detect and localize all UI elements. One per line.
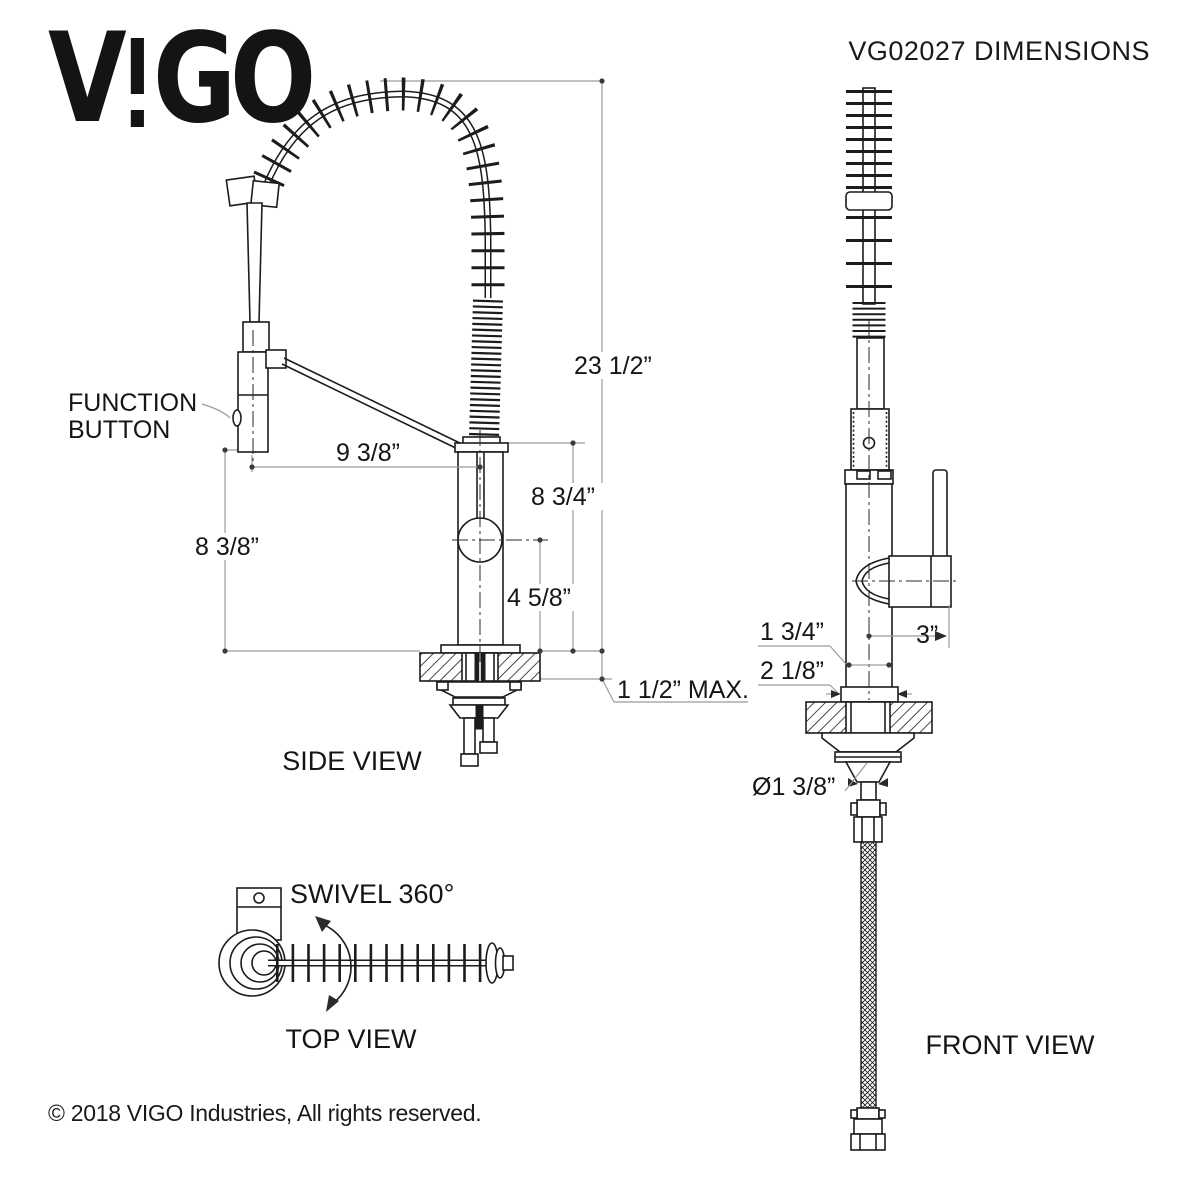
dim-overall-height: 23 1/2” bbox=[574, 352, 652, 380]
dim-sprayer-height: 8 3/8” bbox=[195, 533, 259, 561]
handle-lever bbox=[932, 469, 948, 559]
top-view-title: TOP VIEW bbox=[285, 1024, 417, 1054]
side-view-title: SIDE VIEW bbox=[282, 746, 422, 776]
logo-letters-go: GO bbox=[152, 7, 316, 151]
top-view-labels: SWIVEL 360° TOP VIEW bbox=[285, 879, 454, 1054]
front-view-title: FRONT VIEW bbox=[925, 1030, 1095, 1060]
side-view-labels: FUNCTION BUTTON 9 3/8” 23 1/2” 8 3/4” 8 … bbox=[68, 352, 749, 776]
top-view-coil bbox=[268, 942, 514, 984]
front-view-body bbox=[805, 320, 957, 1151]
side-view-drawing: FUNCTION BUTTON 9 3/8” 23 1/2” 8 3/4” 8 … bbox=[68, 77, 749, 776]
front-view-dim-lines bbox=[758, 605, 950, 792]
top-view-drawing: SWIVEL 360° TOP VIEW bbox=[218, 879, 514, 1054]
dim-mounting-hole: Ø1 3/8” bbox=[752, 773, 835, 801]
logo-letter-i bbox=[127, 38, 148, 127]
dim-spout-height: 8 3/4” bbox=[531, 483, 595, 511]
dim-handle-center-height: 4 5/8” bbox=[507, 584, 571, 612]
front-view-drawing: 1 3/4” 2 1/8” 3” Ø1 3/8” FRONT VIEW bbox=[752, 87, 1095, 1151]
vigo-logo: V GO bbox=[48, 7, 316, 151]
logo-letter-v: V bbox=[48, 7, 127, 151]
logo-i-dot bbox=[130, 110, 144, 127]
swivel-arrow bbox=[315, 916, 352, 1012]
side-view-body bbox=[419, 430, 548, 767]
function-button-shape bbox=[232, 409, 242, 427]
front-view-labels: 1 3/4” 2 1/8” 3” Ø1 3/8” FRONT VIEW bbox=[752, 618, 1095, 1060]
swivel-callout: SWIVEL 360° bbox=[290, 879, 454, 909]
supply-hose bbox=[860, 841, 877, 1109]
dim-base-width: 2 1/8” bbox=[760, 657, 824, 685]
copyright-text: © 2018 VIGO Industries, All rights reser… bbox=[48, 1100, 482, 1126]
front-view-sprayer-head bbox=[850, 337, 890, 471]
side-view-hose-coil bbox=[246, 77, 505, 438]
function-button-callout-line1: FUNCTION bbox=[68, 389, 197, 417]
dim-spout-reach: 9 3/8” bbox=[336, 439, 400, 467]
side-view-sprayer bbox=[225, 175, 467, 466]
dim-handle-length: 3” bbox=[916, 621, 938, 649]
front-view-hose-coil bbox=[845, 87, 893, 338]
side-view-dim-overlay bbox=[222, 78, 605, 682]
function-button-callout-line2: BUTTON bbox=[68, 416, 170, 444]
page-title: VG02027 DIMENSIONS bbox=[848, 36, 1150, 66]
logo-i-bar bbox=[130, 38, 144, 94]
dim-body-diameter: 1 3/4” bbox=[760, 618, 824, 646]
dim-counter-thickness: 1 1/2” MAX. bbox=[617, 676, 749, 704]
